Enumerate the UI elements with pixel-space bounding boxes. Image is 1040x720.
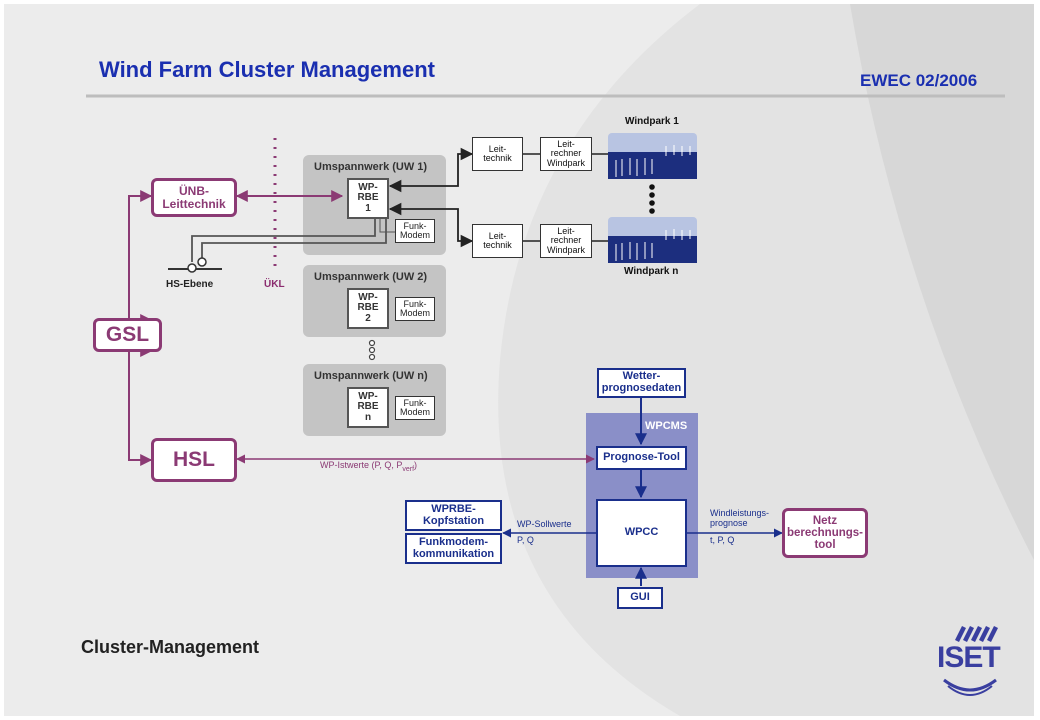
substation-1-title: Umspannwerk (UW 1) xyxy=(314,161,428,173)
hsl-box: HSL xyxy=(151,438,237,482)
windleistung-label-3: t, P, Q xyxy=(710,535,735,545)
windpark-n-image xyxy=(608,217,697,263)
leitrechner-n-label: Leit- rechner Windpark xyxy=(546,225,585,255)
wpcms-label: WPCMS xyxy=(645,420,688,432)
hs-ebene-label: HS-Ebene xyxy=(166,279,214,290)
funkmodem-kommunikation-label: Funkmodem- kommunikation xyxy=(412,535,495,560)
rbe-2-box: WP- RBE 2 xyxy=(347,288,389,329)
leitrechner-n-box: Leit- rechner Windpark xyxy=(540,224,592,258)
gsl-box: GSL xyxy=(93,318,162,352)
funk-modem-1-box: Funk- Modem xyxy=(395,219,435,243)
footer-label: Cluster-Management xyxy=(81,637,260,657)
leittechnik-n-label: Leit- technik xyxy=(483,230,512,250)
iset-logo-graphic xyxy=(943,626,998,696)
prognose-tool-label: Prognose-Tool xyxy=(603,451,680,464)
funk-modem-n-box: Funk- Modem xyxy=(395,396,435,420)
uenb-leittechnik-box: ÜNB- Leittechnik xyxy=(151,178,237,217)
leittechnik-1-box: Leit- technik xyxy=(472,137,523,171)
istwerte-end: ) xyxy=(414,460,418,470)
istwerte-subscript: verf xyxy=(402,465,415,473)
netz-berechnungstool-label: Netz berechnungs- tool xyxy=(786,514,864,552)
weather-data-label: Wetter- prognosedaten xyxy=(601,370,682,394)
weather-data-box: Wetter- prognosedaten xyxy=(597,368,686,398)
rbe-2-label: WP- RBE 2 xyxy=(357,291,379,324)
prognose-tool-box: Prognose-Tool xyxy=(596,446,687,470)
wpcc-box: WPCC xyxy=(596,499,687,567)
gui-box: GUI xyxy=(617,587,663,609)
funkmodem-kommunikation-box: Funkmodem- kommunikation xyxy=(405,533,502,564)
sollwerte-label-1: WP-Sollwerte xyxy=(517,519,572,529)
netz-berechnungstool-box: Netz berechnungs- tool xyxy=(782,508,868,558)
uenb-leittechnik-label: ÜNB- Leittechnik xyxy=(162,183,226,211)
rbe-1-label: WP- RBE 1 xyxy=(357,181,379,214)
gsl-label: GSL xyxy=(105,322,150,346)
wprbe-kopfstation-label: WPRBE- Kopfstation xyxy=(422,502,485,527)
leittechnik-n-box: Leit- technik xyxy=(472,224,523,258)
sollwerte-label-2: P, Q xyxy=(517,535,534,545)
leitrechner-1-box: Leit- rechner Windpark xyxy=(540,137,592,171)
hsl-label: HSL xyxy=(173,447,215,471)
ukl-label: ÜKL xyxy=(264,279,285,290)
windleistung-label-1: Windleistungs- xyxy=(710,508,770,518)
event-label: EWEC 02/2006 xyxy=(860,71,978,90)
substation-2-title: Umspannwerk (UW 2) xyxy=(314,271,428,283)
wpcc-label: WPCC xyxy=(624,526,659,539)
funk-modem-1-label: Funk- Modem xyxy=(399,220,430,240)
rbe-1-box: WP- RBE 1 xyxy=(347,178,389,219)
leittechnik-1-label: Leit- technik xyxy=(483,143,512,163)
windpark-n-name: Windpark n xyxy=(624,266,679,277)
substation-n-title: Umspannwerk (UW n) xyxy=(314,370,428,382)
funk-modem-n-label: Funk- Modem xyxy=(399,397,430,417)
iset-logo-text: ISET xyxy=(937,641,1001,674)
wprbe-kopfstation-box: WPRBE- Kopfstation xyxy=(405,500,502,531)
rbe-n-box: WP- RBE n xyxy=(347,387,389,428)
windpark-1-image xyxy=(608,133,697,179)
gui-label: GUI xyxy=(630,591,650,604)
istwerte-label: WP-Istwerte (P, Q, Pverf) xyxy=(320,460,418,473)
windleistung-label-2: prognose xyxy=(710,518,748,528)
page-title: Wind Farm Cluster Management xyxy=(99,57,435,82)
windpark-1-name: Windpark 1 xyxy=(625,116,679,127)
funk-modem-2-label: Funk- Modem xyxy=(399,298,430,318)
funk-modem-2-box: Funk- Modem xyxy=(395,297,435,321)
leitrechner-1-label: Leit- rechner Windpark xyxy=(546,138,585,168)
istwerte-text: WP-Istwerte (P, Q, P xyxy=(320,460,403,470)
rbe-n-label: WP- RBE n xyxy=(357,390,379,423)
